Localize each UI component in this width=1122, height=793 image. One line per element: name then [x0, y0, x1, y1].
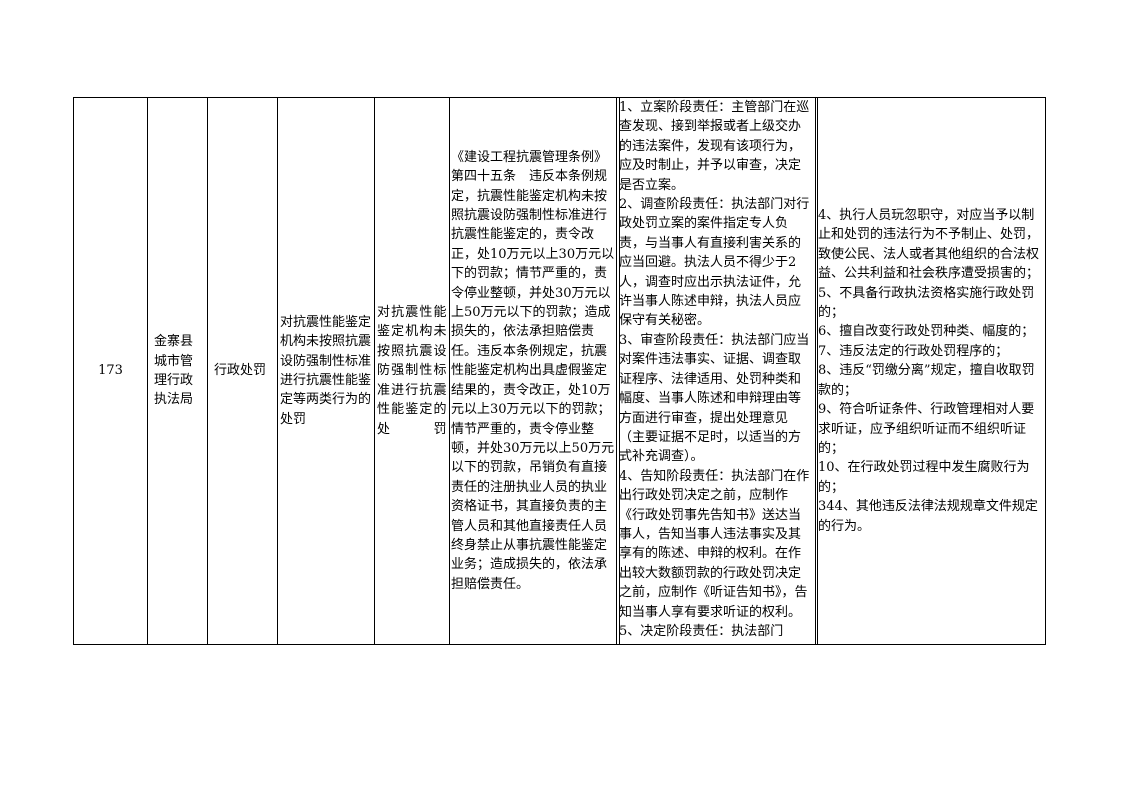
column-rule: [817, 97, 818, 645]
department-cell: 金寨县城市管理行政执法局: [147, 97, 208, 645]
item-name-cell: 对抗震性能鉴定机构未按照抗震设防强制性标准进行抗震性能鉴定等两类行为的处罚: [277, 97, 375, 645]
column-rule: [619, 97, 620, 645]
responsibility-step: 2、调查阶段责任：执法部门对行政处罚立案的案件指定专人负责，与当事人有直接利害关…: [619, 197, 810, 329]
responsibility-step: 4、告知阶段责任：执法部门在作出行政处罚决定之前，应制作《行政处罚事先告知书》送…: [619, 468, 810, 620]
accountability-item: 4、执行人员玩忽职守，对应当予以制止和处罚的违法行为不予制止、处罚，致使公民、法…: [818, 208, 1040, 282]
row-number: 173: [73, 97, 148, 645]
power-list-table: 173 金寨县城市管理行政执法局 行政处罚 对抗震性能鉴定机构未按照抗震设防强制…: [73, 97, 1046, 645]
accountability-item: 9、符合听证条件、行政管理相对人要求听证，应予组织听证而不组织听证的；: [818, 402, 1035, 456]
category-cell: 行政处罚: [207, 97, 278, 645]
legal-basis-cell: 《建设工程抗震管理条例》第四十五条 违反本条例规定，抗震性能鉴定机构未按照抗震设…: [449, 97, 617, 645]
responsibility-step: 5、决定阶段责任：执法部门: [619, 623, 784, 639]
accountability-item: 10、在行政处罚过程中发生腐败行为的；: [818, 460, 1030, 495]
sub-item-text: 对抗震性能鉴定机构未按照抗震设防强制性标准进行抗震性能鉴定的处罚: [377, 305, 447, 437]
responsibility-step: 3、审查阶段责任：执法部门应当对案件违法事实、证据、调查取证程序、法律适用、处罚…: [619, 332, 810, 465]
accountability-item: 6、擅自改变行政处罚种类、幅度的；: [818, 324, 1035, 340]
accountability-item: 344、其他违反法律法规规章文件规定的行为。: [818, 499, 1038, 534]
sub-item-cell: 对抗震性能鉴定机构未按照抗震设防强制性标准进行抗震性能鉴定的处罚: [374, 97, 450, 645]
accountability-item: 8、违反“罚缴分离”规定，擅自收取罚款的；: [818, 363, 1035, 398]
responsibility-cell: 1、立案阶段责任：主管部门在巡查发现、接到举报或者上级交办的违法案件，发现有该项…: [616, 97, 816, 645]
table-row: 173 金寨县城市管理行政执法局 行政处罚 对抗震性能鉴定机构未按照抗震设防强制…: [73, 97, 1046, 645]
accountability-cell: 4、执行人员玩忽职守，对应当予以制止和处罚的违法行为不予制止、处罚，致使公民、法…: [815, 97, 1046, 645]
accountability-item: 5、不具备行政执法资格实施行政处罚的；: [818, 285, 1035, 321]
responsibility-text: 1、立案阶段责任：主管部门在巡查发现、接到举报或者上级交办的违法案件，发现有该项…: [619, 99, 813, 644]
responsibility-step: 1、立案阶段责任：主管部门在巡查发现、接到举报或者上级交办的违法案件，发现有该项…: [619, 100, 810, 193]
accountability-item: 7、违反法定的行政处罚程序的；: [818, 343, 1009, 359]
